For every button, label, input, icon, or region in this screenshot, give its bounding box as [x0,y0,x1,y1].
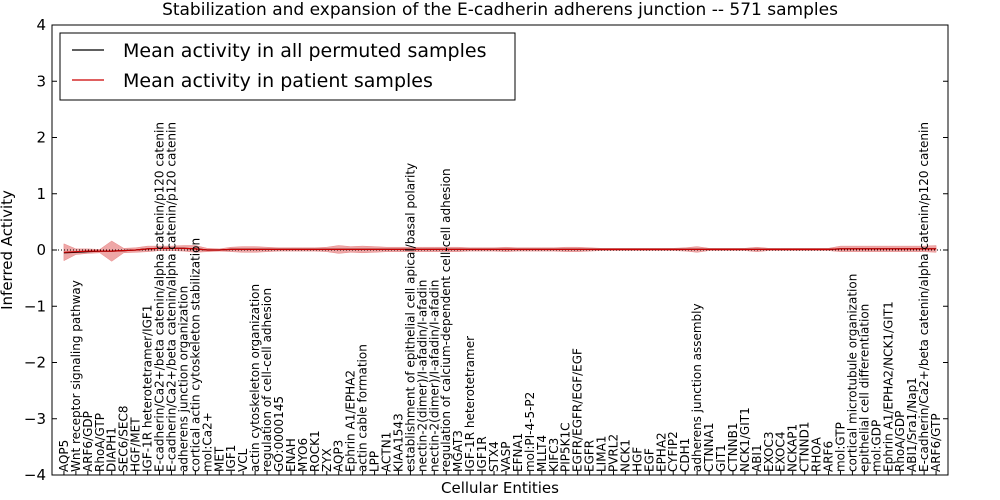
x-category-label: GO:0000145 [272,396,286,472]
x-category-label: ROCK1 [308,430,322,472]
x-category-label: EXOC4 [774,432,788,473]
x-category-label: SEC6/SEC8 [117,406,131,472]
y-tick-label: −4 [24,466,46,484]
y-tick-label: −3 [24,410,46,428]
x-category-label: epithelial cell differentiation [857,304,871,472]
y-tick-label: −2 [24,354,46,372]
x-category-label: E-cadherin/Ca2+/beta catenin/alpha caten… [917,122,931,472]
x-category-label: NCK1 [618,439,632,472]
x-category-label: VASP [499,441,513,472]
x-category-label: nectin-2(dimer)/I-afadin/I-afadin [415,280,429,472]
legend-entry: Mean activity in patient samples [123,70,433,92]
patient-mean-line [63,247,937,253]
x-category-label: MET [212,446,226,472]
x-category-label: PIP5K1C [559,422,573,472]
x-category-label: regulation of calcium-dependent cell-cel… [439,168,453,472]
x-category-label: adherens junction assembly [690,303,704,472]
x-category-label: MGAT3 [451,430,465,472]
plot-frame [51,24,949,476]
x-axis-label: Cellular Entities [441,479,559,497]
x-category-label: mol:GTP [833,422,847,472]
x-category-label: RhoA/GDP [893,411,907,472]
x-category-label: HGF [630,447,644,472]
y-axis-label: Inferred Activity [0,190,16,310]
x-category-label: ABI1 [750,444,764,472]
legend-box [59,32,516,101]
x-category-label: STX4 [487,441,501,472]
x-category-label: Wnt receptor signaling pathway [69,280,83,472]
x-category-label: Ephrin A1/EPHA2 [344,370,358,472]
confidence-band [63,240,937,262]
x-category-label: ACTN1 [380,432,394,472]
x-category-label: CTNNA1 [702,422,716,472]
x-category-label: RHOA [810,436,824,472]
x-category-label: ZYX [320,448,334,472]
x-category-label: ENAH [284,438,298,472]
x-category-label: mol:Ca2+ [200,412,214,472]
x-category-label: CTNNB1 [726,422,740,472]
x-category-label: AQP3 [332,440,346,472]
x-category-label: EXOC3 [762,432,776,473]
x-category-label: CDH1 [678,438,692,472]
y-axis-ticks: −4 −3 −2 −1 0 1 2 3 4 [24,16,948,484]
x-category-label: ARF6 [822,441,836,472]
x-category-label: actin cable formation [356,344,370,472]
x-category-label: nectin-2(dimer)/I-afadin/I-afadin [427,280,441,472]
x-category-label: DIAPH1 [105,427,119,472]
chart-title: Stabilization and expansion of the E-cad… [162,0,838,20]
x-category-label: AQP5 [57,440,71,472]
x-category-label: ABI1/Sra1/Nap1 [905,377,919,472]
x-category-label: EPHA2 [654,432,668,472]
x-category-label: Ephrin A1/EPHA2/NCK1/GIT1 [881,301,895,472]
x-category-label: cortical microtubule organization [845,274,859,472]
x-category-label: GIT1 [714,444,728,472]
x-category-label: ARF6/GDP [81,411,95,472]
legend: Mean activity in all permuted samplesMea… [59,32,516,101]
x-category-label: IGF1R [475,436,489,472]
x-category-label: EGFR/EGFR/EGF/EGF [571,348,585,472]
x-category-label: cortical actin cytoskeleton stabilizatio… [188,238,202,472]
x-category-label: actin cytoskeleton organization [248,284,262,472]
x-category-label: KIFC3 [547,438,561,472]
x-category-label: NCKAP1 [786,424,800,472]
x-category-label: IGF1 [224,445,238,472]
x-category-label: HGF/MET [129,417,143,472]
patient-band-area [63,240,937,262]
x-category-label: CYFIP2 [666,431,680,472]
x-category-label: regulation of cell-cell adhesion [260,288,274,472]
x-category-label: LIMA1 [595,436,609,472]
x-category-label: CTNND1 [798,421,812,472]
x-category-label: E-cadherin/Ca2+/beta catenin/alpha caten… [153,122,167,472]
x-category-label: RhoA/GTP [93,413,107,472]
y-tick-label: 1 [36,185,46,203]
x-category-label: VCL [236,448,250,472]
x-category-label: MYO6 [296,438,310,472]
y-tick-label: −1 [24,297,46,315]
x-category-label: mol:PI-4-5-P2 [523,392,537,472]
x-category-label: EGFR [583,440,597,472]
x-category-label: KIAA1543 [391,413,405,472]
x-category-label: MLLT4 [535,435,549,472]
x-category-label: EGF [642,448,656,472]
legend-entry: Mean activity in all permuted samples [123,40,486,62]
x-category-label: IGF-1R heterotetramer/IGF1 [141,305,155,472]
series-lines [52,247,948,254]
x-category-label: adherens junction organization [176,286,190,472]
x-category-label: EFNA1 [511,433,525,472]
x-category-label: E-cadherin/Ca2+/beta catenin/alpha caten… [164,122,178,472]
x-category-label: NCK1/GIT1 [738,407,752,472]
x-category-label: LPP [368,451,382,472]
y-tick-label: 3 [36,72,46,90]
y-tick-label: 2 [36,129,46,147]
y-tick-label: 4 [36,16,46,34]
x-category-label: establishment of epithelial cell apical/… [403,163,417,472]
x-category-label: IGF-1R heterotetramer [463,336,477,472]
x-category-label: ARF6/GTP [929,413,943,472]
x-category-label: PVRL2 [606,434,620,472]
x-category-label: mol:GDP [869,420,883,472]
y-tick-label: 0 [36,241,46,259]
